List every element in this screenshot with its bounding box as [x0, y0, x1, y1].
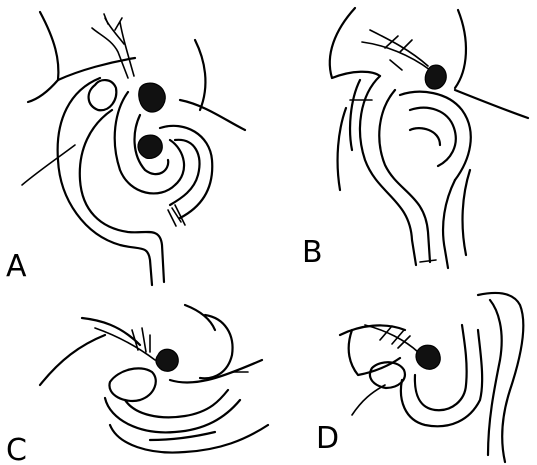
tumor-mass	[416, 345, 440, 369]
panel-b-label: B	[302, 235, 323, 270]
panel-c-label: C	[6, 433, 27, 465]
panel-a: A	[6, 12, 245, 285]
panel-b: B	[302, 8, 528, 270]
panel-a-label: A	[6, 249, 27, 284]
panel-d-label: D	[316, 421, 339, 456]
tumor-mass	[425, 65, 446, 89]
panel-c: C	[6, 305, 268, 465]
tumor-mass	[138, 135, 162, 158]
tumor-mass	[139, 83, 166, 112]
tumor-mass	[156, 349, 178, 371]
panel-d: D	[316, 293, 523, 462]
